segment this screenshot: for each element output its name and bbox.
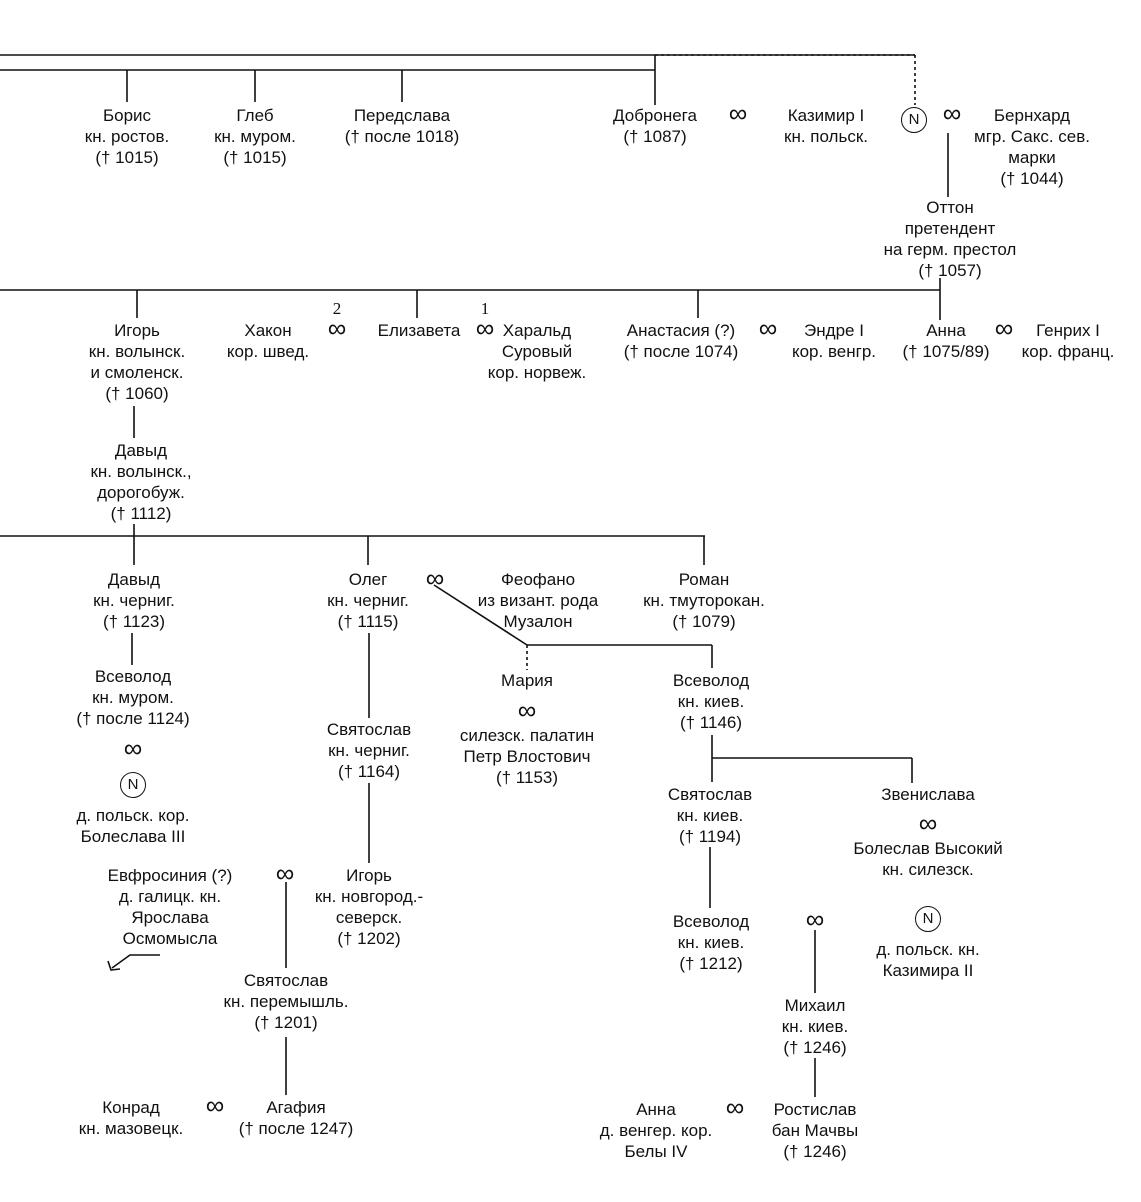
- unknown-person-mark: N: [915, 906, 941, 932]
- connector-line: [433, 584, 528, 646]
- person-svyatoslav-peremyshl: Святослав кн. перемышль. († 1201): [223, 971, 349, 1032]
- person-endre: Эндре I кор. венгр.: [791, 321, 877, 361]
- person-boris: Борис кн. ростов. († 1015): [84, 106, 170, 167]
- marriage-symbol: ∞: [205, 1090, 225, 1120]
- marriage-symbol: ∞: [918, 808, 938, 838]
- person-agafia: Агафия († после 1247): [238, 1098, 354, 1138]
- marriage-symbol: ∞: [725, 1092, 745, 1122]
- person-roman: Роман кн. тмуторокан. († 1079): [643, 570, 765, 631]
- person-boleslav-vysokiy: Болеслав Высокий кн. силезск.: [853, 839, 1003, 879]
- marriage-symbol: ∞: [758, 313, 778, 343]
- unknown-person-mark: N: [120, 772, 146, 798]
- marriage-symbol: ∞: [942, 98, 962, 128]
- marriage-symbol: ∞: [517, 695, 537, 725]
- marriage-symbol: ∞: [728, 98, 748, 128]
- continuation-arrow: [111, 954, 160, 969]
- person-vsevolod-kiev: Всеволод кн. киев. († 1146): [672, 671, 750, 732]
- marriage-symbol: ∞: [805, 904, 825, 934]
- person-maria: Мария: [501, 671, 553, 690]
- marriage-symbol: ∞: [327, 313, 347, 343]
- person-genrih: Генрих I кор. франц.: [1021, 321, 1115, 361]
- person-evfrosinia: Евфросиния (?) д. галицк. кн. Ярослава О…: [107, 866, 233, 948]
- person-daughter-kazimir: д. польск. кн. Казимира II: [876, 940, 980, 980]
- person-harald: Харальд Суровый кор. норвеж.: [487, 321, 587, 382]
- person-rostislav: Ростислав бан Мачвы († 1246): [771, 1100, 859, 1161]
- person-svyatoslav-kiev: Святослав кн. киев. († 1194): [667, 785, 753, 846]
- person-david-volynsk: Давыд кн. волынск., дорогобуж. († 1112): [90, 441, 192, 523]
- person-hakon: Хакон кор. швед.: [226, 321, 310, 361]
- person-dobronega: Добронега († 1087): [613, 106, 697, 146]
- marriage-symbol: ∞: [123, 733, 143, 763]
- person-bernhard: Бернхард мгр. Сакс. сев. марки († 1044): [974, 106, 1090, 188]
- marriage-symbol: ∞: [475, 313, 495, 343]
- person-igor-volynsk: Игорь кн. волынск. и смоленск. († 1060): [88, 321, 186, 403]
- person-otton: Оттон претендент на герм. престол († 105…: [883, 198, 1017, 280]
- person-vsevolod-murom: Всеволод кн. муром. († после 1124): [76, 667, 190, 728]
- person-zvenislava: Звенислава: [881, 785, 975, 804]
- person-anna-vengr: Анна д. венгер. кор. Белы IV: [599, 1100, 713, 1161]
- person-feofano: Феофано из визант. рода Музалон: [477, 570, 599, 631]
- continuation-arrow-head: [107, 960, 121, 971]
- person-igor-novgorod: Игорь кн. новгород.- северск. († 1202): [314, 866, 424, 948]
- person-gleb: Глеб кн. муром. († 1015): [214, 106, 296, 167]
- person-vsevolod-kiev-2: Всеволод кн. киев. († 1212): [672, 912, 750, 973]
- person-kazimir: Казимир I кн. польск.: [784, 106, 868, 146]
- person-daughter-boleslav: д. польск. кор. Болеслава III: [76, 806, 190, 846]
- person-svyatoslav-chernig: Святослав кн. черниг. († 1164): [326, 720, 412, 781]
- person-mihail: Михаил кн. киев. († 1246): [781, 996, 849, 1057]
- unknown-person-mark: N: [901, 107, 927, 133]
- person-elizaveta: Елизавета: [377, 321, 461, 340]
- person-peredslava: Передслава († после 1018): [344, 106, 460, 146]
- marriage-symbol: ∞: [275, 858, 295, 888]
- marriage-symbol: ∞: [994, 313, 1014, 343]
- marriage-symbol: ∞: [425, 563, 445, 593]
- marriage-order-2: 2: [332, 299, 342, 318]
- person-anastasia: Анастасия (?) († после 1074): [623, 321, 739, 361]
- marriage-order-1: 1: [480, 299, 490, 318]
- person-petr: силезск. палатин Петр Влостович († 1153): [459, 726, 595, 787]
- person-anna-franz: Анна († 1075/89): [902, 321, 990, 361]
- person-konrad: Конрад кн. мазовецк.: [78, 1098, 184, 1138]
- person-david-chernig: Давыд кн. черниг. († 1123): [93, 570, 175, 631]
- person-oleg: Олег кн. черниг. († 1115): [327, 570, 409, 631]
